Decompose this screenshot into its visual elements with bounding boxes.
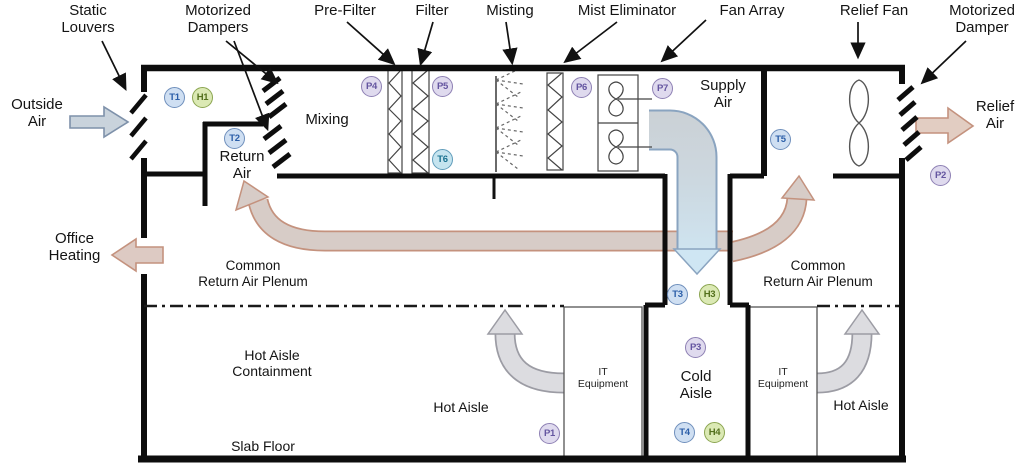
supply-air-flow: [649, 109, 722, 276]
sensor-H4: H4: [704, 422, 725, 443]
return-air-flow-left: [234, 179, 733, 252]
label-hot-aisle-right: Hot Aisle: [833, 397, 889, 413]
sensor-P1: P1: [539, 423, 560, 444]
motorized-damper-relief-symbol: [896, 85, 923, 162]
label-hot-aisle-left: Hot Aisle: [433, 399, 489, 415]
label-fan-array: Fan Array: [719, 2, 785, 19]
filter-component: [411, 69, 430, 174]
office-heating-arrow: [110, 237, 164, 273]
sensor-P2: P2: [930, 165, 951, 186]
hot-aisle-flow-left: [486, 308, 565, 394]
label-relief-fan: Relief Fan: [839, 2, 909, 19]
pre-filter-component: [387, 69, 403, 174]
outside-air-arrow: [69, 105, 130, 139]
sensor-T2: T2: [224, 128, 245, 149]
label-mist-eliminator: Mist Eliminator: [577, 2, 677, 19]
label-filter: Filter: [415, 2, 449, 19]
label-misting: Misting: [486, 2, 534, 19]
mist-eliminator-component: [546, 72, 564, 171]
sensor-T4: T4: [674, 422, 695, 443]
motorized-damper-lower-symbol: [262, 124, 292, 169]
sensor-H1: H1: [192, 87, 213, 108]
sensor-P7: P7: [652, 78, 673, 99]
label-mixing: Mixing: [305, 111, 349, 128]
relief-fan-component: [848, 79, 870, 167]
sensor-P4: P4: [361, 76, 382, 97]
fan-array-component: [597, 74, 652, 172]
hot-aisle-flow-right: [816, 308, 881, 394]
return-air-flow-right: [728, 174, 816, 263]
leader-arrows: [101, 19, 967, 132]
sensor-T3: T3: [667, 284, 688, 305]
sensor-T5: T5: [770, 129, 791, 150]
sensor-P3: P3: [685, 337, 706, 358]
misting-component: [495, 67, 524, 172]
sensor-P6: P6: [571, 77, 592, 98]
sensor-H3: H3: [699, 284, 720, 305]
label-slab-floor: Slab Floor: [231, 438, 295, 454]
label-pre-filter: Pre-Filter: [314, 2, 376, 19]
sensor-P5: P5: [432, 76, 453, 97]
relief-air-arrow: [915, 106, 975, 145]
it-equipment-box-left: [563, 306, 643, 458]
sensor-T1: T1: [164, 87, 185, 108]
motorized-damper-upper-symbol: [261, 76, 288, 119]
sensor-T6: T6: [432, 149, 453, 170]
static-louvers-symbol: [129, 93, 148, 161]
